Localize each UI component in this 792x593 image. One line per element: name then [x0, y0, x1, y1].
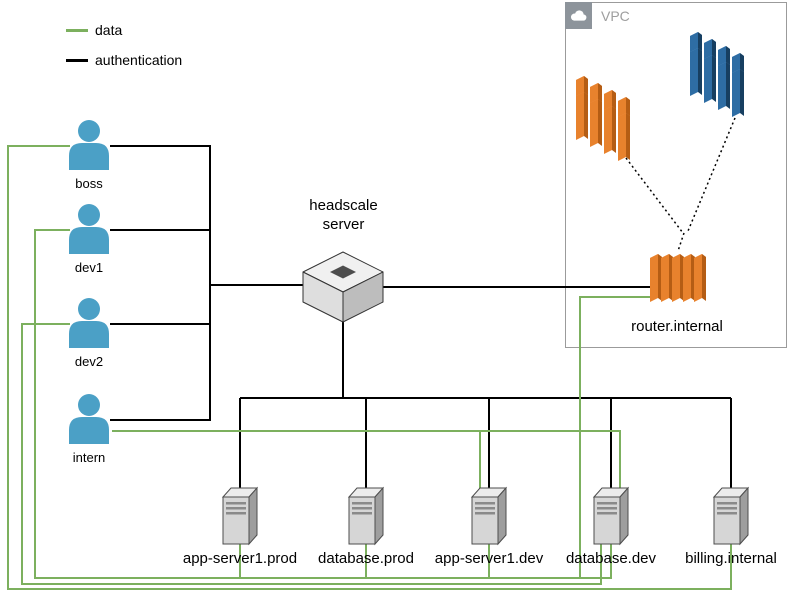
user-icon-boss	[69, 120, 109, 170]
user-label-dev1: dev1	[74, 260, 104, 275]
server-label-databasedev: database.dev	[565, 550, 657, 567]
vpc-group-box: VPC	[565, 2, 787, 348]
server-label-billing: billing.internal	[685, 550, 777, 567]
router-label: router.internal	[631, 318, 723, 335]
server-icon-databasedev	[593, 487, 629, 545]
user-label-dev2: dev2	[74, 354, 104, 369]
legend-data-label: data	[95, 22, 123, 38]
server-icon-appserver1prod	[222, 487, 258, 545]
data-line-swatch	[66, 28, 88, 32]
legend-item-data: data	[66, 22, 122, 38]
legend-auth-label: authentication	[95, 52, 183, 68]
server-label-appserver1dev: app-server1.dev	[434, 550, 544, 567]
legend-item-authentication: authentication	[66, 52, 182, 68]
user-icon-dev1	[69, 204, 109, 254]
headscale-cube-icon	[302, 251, 384, 323]
vpc-label: VPC	[601, 8, 630, 24]
data-line-intern	[112, 430, 621, 489]
server-icon-databaseprod	[348, 487, 384, 545]
user-label-intern: intern	[72, 450, 106, 465]
user-label-boss: boss	[75, 176, 103, 191]
user-icon-intern	[69, 394, 109, 444]
auth-line-swatch	[66, 58, 88, 62]
server-label-databaseprod: database.prod	[318, 550, 414, 567]
cloud-glyph	[570, 10, 587, 21]
server-label-appserver1prod: app-server1.prod	[182, 550, 298, 567]
cloud-icon	[565, 2, 592, 29]
server-icon-appserver1dev	[471, 487, 507, 545]
headscale-server-label: headscale server	[309, 197, 378, 233]
data-line-dev1	[34, 229, 612, 579]
server-icon-billing	[713, 487, 749, 545]
user-icon-dev2	[69, 298, 109, 348]
